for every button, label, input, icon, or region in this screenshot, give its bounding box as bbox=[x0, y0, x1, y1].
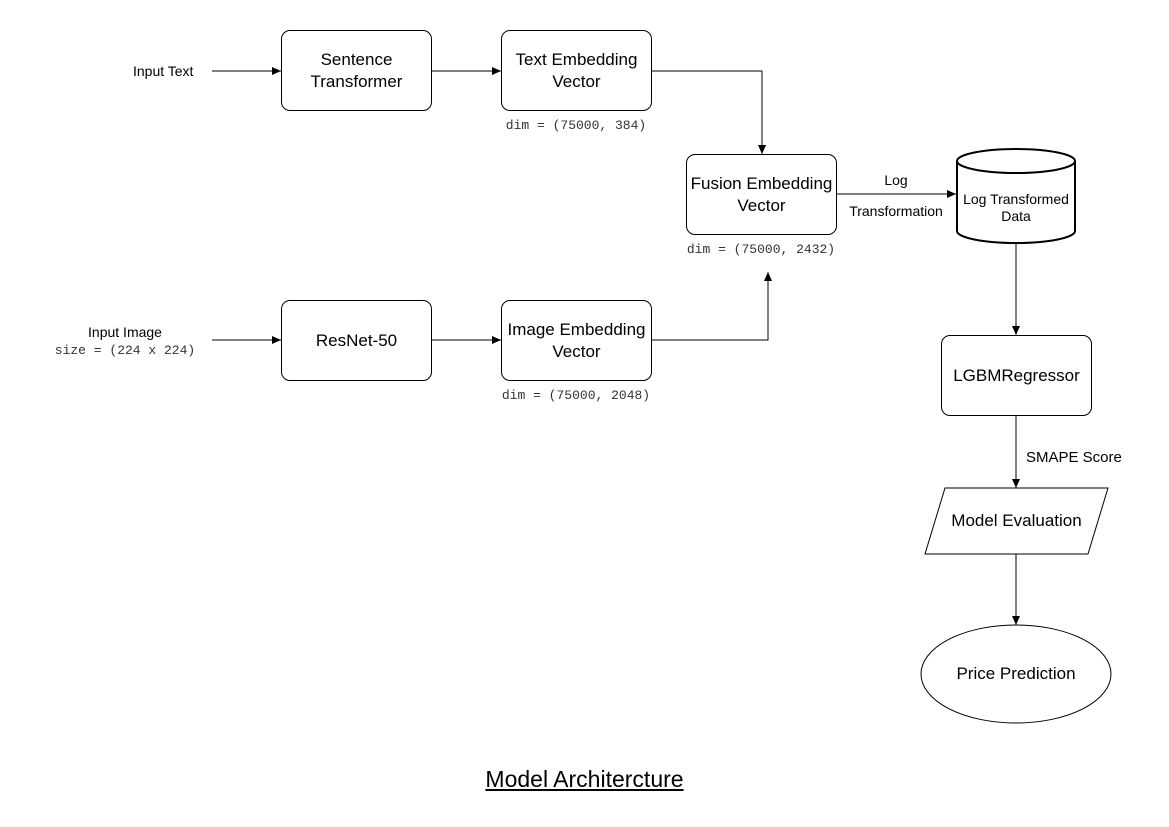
sentence-transformer-label: Sentence Transformer bbox=[310, 49, 403, 91]
resnet-box: ResNet-50 bbox=[281, 300, 432, 381]
text-embedding-box: Text Embedding Vector bbox=[501, 30, 652, 111]
sentence-transformer-box: Sentence Transformer bbox=[281, 30, 432, 111]
diagram-title: Model Architercture bbox=[485, 766, 684, 792]
fusion-box: Fusion Embedding Vector bbox=[686, 154, 837, 235]
prediction-ellipse bbox=[920, 624, 1112, 724]
prediction-label: Price Prediction bbox=[956, 664, 1076, 683]
image-embedding-box: Image Embedding Vector bbox=[501, 300, 652, 381]
log-transformation-label-line2: Transformation bbox=[849, 203, 943, 219]
input-image-size-label: size = (224 x 224) bbox=[54, 343, 196, 358]
log-transformation-label-line1: Log bbox=[884, 172, 908, 188]
edge-image-embedding-to-fusion bbox=[651, 272, 772, 341]
edge-text-embedding-to-fusion bbox=[651, 70, 766, 154]
input-image-label: Input Image bbox=[88, 324, 162, 340]
image-dim-label: dim = (75000, 2048) bbox=[501, 388, 651, 403]
regressor-box: LGBMRegressor bbox=[941, 335, 1092, 416]
input-text-label: Input Text bbox=[133, 63, 194, 79]
text-embedding-label: Text Embedding Vector bbox=[515, 49, 638, 91]
evaluation-parallelogram bbox=[924, 487, 1109, 555]
fusion-label: Fusion Embedding Vector bbox=[690, 173, 833, 215]
log-data-cylinder bbox=[956, 148, 1076, 244]
smape-score-label: SMAPE Score bbox=[1026, 449, 1122, 466]
regressor-label: LGBMRegressor bbox=[953, 365, 1080, 385]
text-dim-label: dim = (75000, 384) bbox=[505, 118, 647, 133]
fusion-dim-label: dim = (75000, 2432) bbox=[686, 242, 836, 257]
resnet-label: ResNet-50 bbox=[315, 330, 398, 350]
image-embedding-label: Image Embedding Vector bbox=[507, 319, 646, 361]
log-data-label: Log Transformed Data bbox=[963, 191, 1069, 224]
evaluation-label: Model Evaluation bbox=[951, 511, 1082, 530]
